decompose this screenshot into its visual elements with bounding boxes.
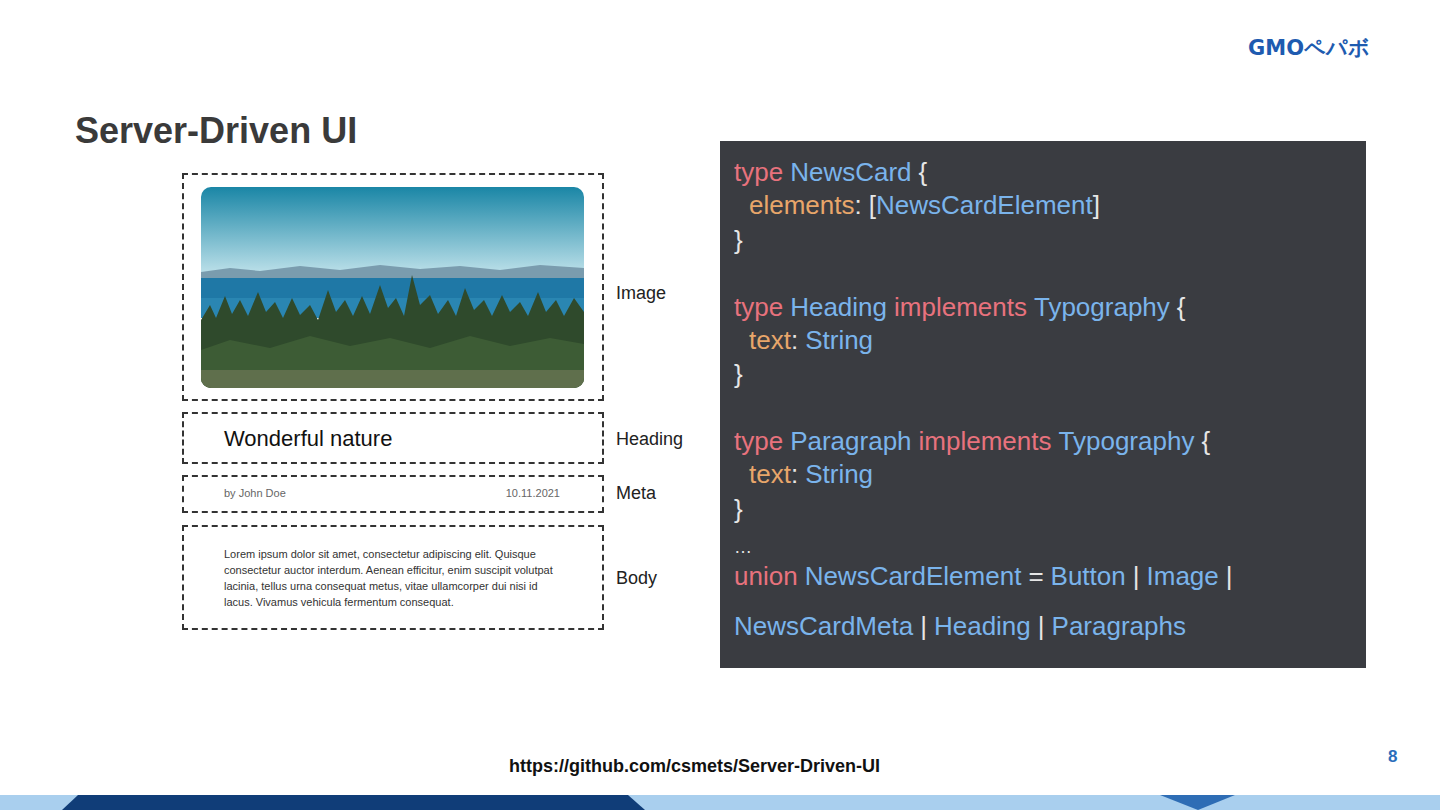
code-token: | (920, 611, 927, 641)
code-token: NewsCardElement (876, 190, 1093, 220)
card-section: Wonderful natureHeading (182, 412, 604, 464)
meta-date: 10.11.2021 (506, 487, 560, 499)
nature-photo (201, 187, 584, 388)
code-token: [ (869, 190, 876, 220)
code-token: } (734, 359, 743, 389)
code-token: Button (1051, 561, 1126, 591)
code-panel: typeNewsCard{elements:[NewsCardElement]}… (720, 141, 1366, 668)
code-token: NewsCardMeta (734, 611, 913, 641)
footer-accent (62, 795, 645, 810)
code-token: type (734, 157, 783, 187)
card-section: Image (182, 173, 604, 401)
code-token: text (749, 325, 791, 355)
section-label: Heading (616, 429, 683, 450)
code-token: String (805, 325, 873, 355)
code-token: = (1028, 561, 1043, 591)
heading-text: Wonderful nature (224, 426, 392, 452)
code-token: Paragraphs (1052, 611, 1186, 641)
code-token: implements (894, 292, 1027, 322)
code-token: ] (1093, 190, 1100, 220)
code-token: implements (919, 426, 1052, 456)
code-token: NewsCardElement (805, 561, 1022, 591)
card-section: Lorem ipsum dolor sit amet, consectetur … (182, 525, 604, 630)
code-token: Image (1147, 561, 1219, 591)
code-token: type (734, 292, 783, 322)
code-token: : (791, 459, 798, 489)
company-logo: GMOペパボ (1248, 34, 1370, 62)
footer-accent (1160, 795, 1235, 810)
code-token: NewsCard (790, 157, 911, 187)
code-token: elements (749, 190, 855, 220)
code-token: union (734, 561, 798, 591)
card-section: by John Doe10.11.2021Meta (182, 475, 604, 513)
code-token: | (1038, 611, 1045, 641)
code-token: String (805, 459, 873, 489)
slide-title: Server-Driven UI (75, 110, 357, 152)
code-token: Heading (934, 611, 1031, 641)
section-label: Meta (616, 483, 656, 504)
code-token: | (1226, 561, 1233, 591)
source-url: https://github.com/csmets/Server-Driven-… (509, 756, 880, 777)
code-token: type (734, 426, 783, 456)
section-label: Body (616, 568, 657, 589)
code-token: : (855, 190, 862, 220)
code-token: { (1201, 426, 1210, 456)
code-token: Typography (1059, 426, 1195, 456)
code-token: } (734, 225, 743, 255)
meta-author: by John Doe (224, 487, 286, 499)
code-token: Heading (790, 292, 887, 322)
footer-band (0, 795, 1440, 810)
code-token: Paragraph (790, 426, 911, 456)
code-token: | (1133, 561, 1140, 591)
code-token: { (1177, 292, 1186, 322)
code-token: … (734, 532, 752, 562)
code-token: text (749, 459, 791, 489)
section-label: Image (616, 283, 666, 304)
code-token: } (734, 494, 743, 524)
code-token: { (919, 157, 928, 187)
page-number: 8 (1388, 747, 1397, 767)
body-text: Lorem ipsum dolor sit amet, consectetur … (224, 546, 564, 610)
code-token: Typography (1034, 292, 1170, 322)
code-token: : (791, 325, 798, 355)
